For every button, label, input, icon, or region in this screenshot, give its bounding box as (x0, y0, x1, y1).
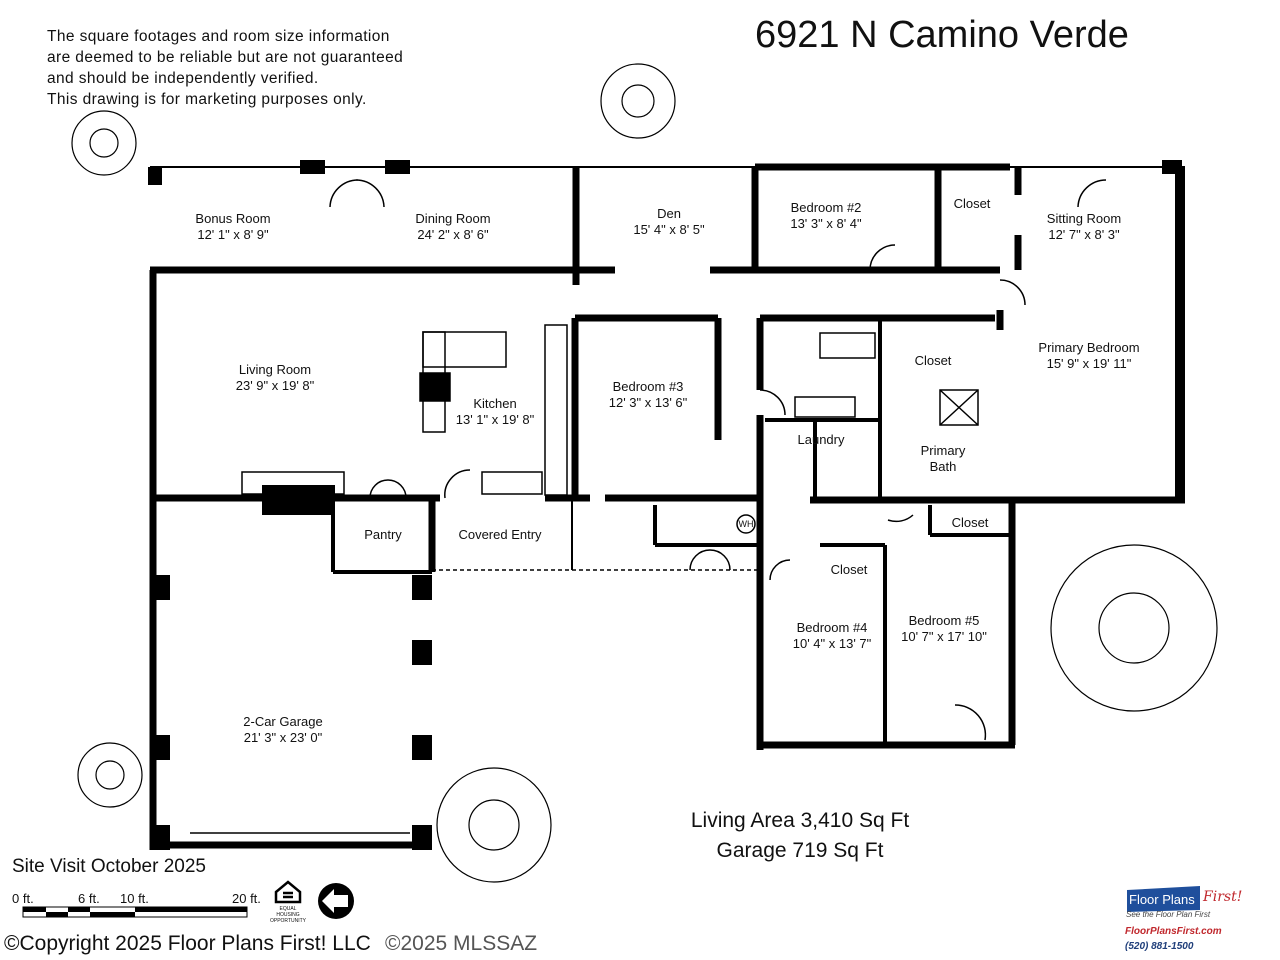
tree-icons (71, 63, 1218, 883)
room-laundry: Laundry (797, 432, 845, 447)
garage-area: Garage 719 Sq Ft (716, 839, 884, 862)
disclaimer-line: and should be independently verified. (47, 70, 319, 87)
living-area: Living Area 3,410 Sq Ft (690, 809, 910, 832)
equal-housing-label: EQUAL HOUSING OPPORTUNITY (269, 906, 307, 924)
disclaimer-line: are deemed to be reliable but are not gu… (47, 49, 404, 66)
room-pantry: Pantry (364, 527, 402, 542)
scale-bar (22, 906, 248, 918)
logo-banner (1127, 886, 1200, 912)
room-closet: Closet (951, 515, 989, 530)
room-closet: Closet (953, 196, 991, 211)
scale-label: 10 ft. (120, 891, 149, 906)
scale-label: 0 ft. (12, 891, 34, 906)
logo-tagline: See the Floor Plan First (1126, 910, 1211, 919)
scale-label: 20 ft. (232, 891, 261, 906)
room-closet: Closet (830, 562, 868, 577)
room-primary-bath: Primary Bath (920, 443, 966, 474)
logo-brand: Floor Plans (1129, 892, 1195, 907)
disclaimer-line: This drawing is for marketing purposes o… (47, 91, 367, 108)
site-visit: Site Visit October 2025 (12, 856, 206, 877)
water-heater-label: WH (738, 519, 754, 529)
disclaimer: The square footages and room size inform… (47, 26, 403, 110)
property-title: 6921 N Camino Verde (755, 14, 1129, 56)
equal-housing-icon (274, 880, 302, 904)
room-closet: Closet (914, 353, 952, 368)
copyright: ©Copyright 2025 Floor Plans First! LLC (4, 932, 371, 955)
scale-label: 6 ft. (78, 891, 100, 906)
logo-phone: (520) 881-1500 (1125, 941, 1194, 952)
room-covered-entry: Covered Entry (458, 527, 542, 542)
disclaimer-line: The square footages and room size inform… (47, 28, 390, 45)
north-arrow-icon (318, 883, 354, 919)
area-summary: Living Area 3,410 Sq Ft Garage 719 Sq Ft (660, 806, 940, 866)
copyright-overlay: ©2025 MLSSAZ (385, 932, 538, 955)
logo-brand-accent: First! (1203, 889, 1243, 905)
logo-url[interactable]: FloorPlansFirst.com (1125, 926, 1222, 937)
